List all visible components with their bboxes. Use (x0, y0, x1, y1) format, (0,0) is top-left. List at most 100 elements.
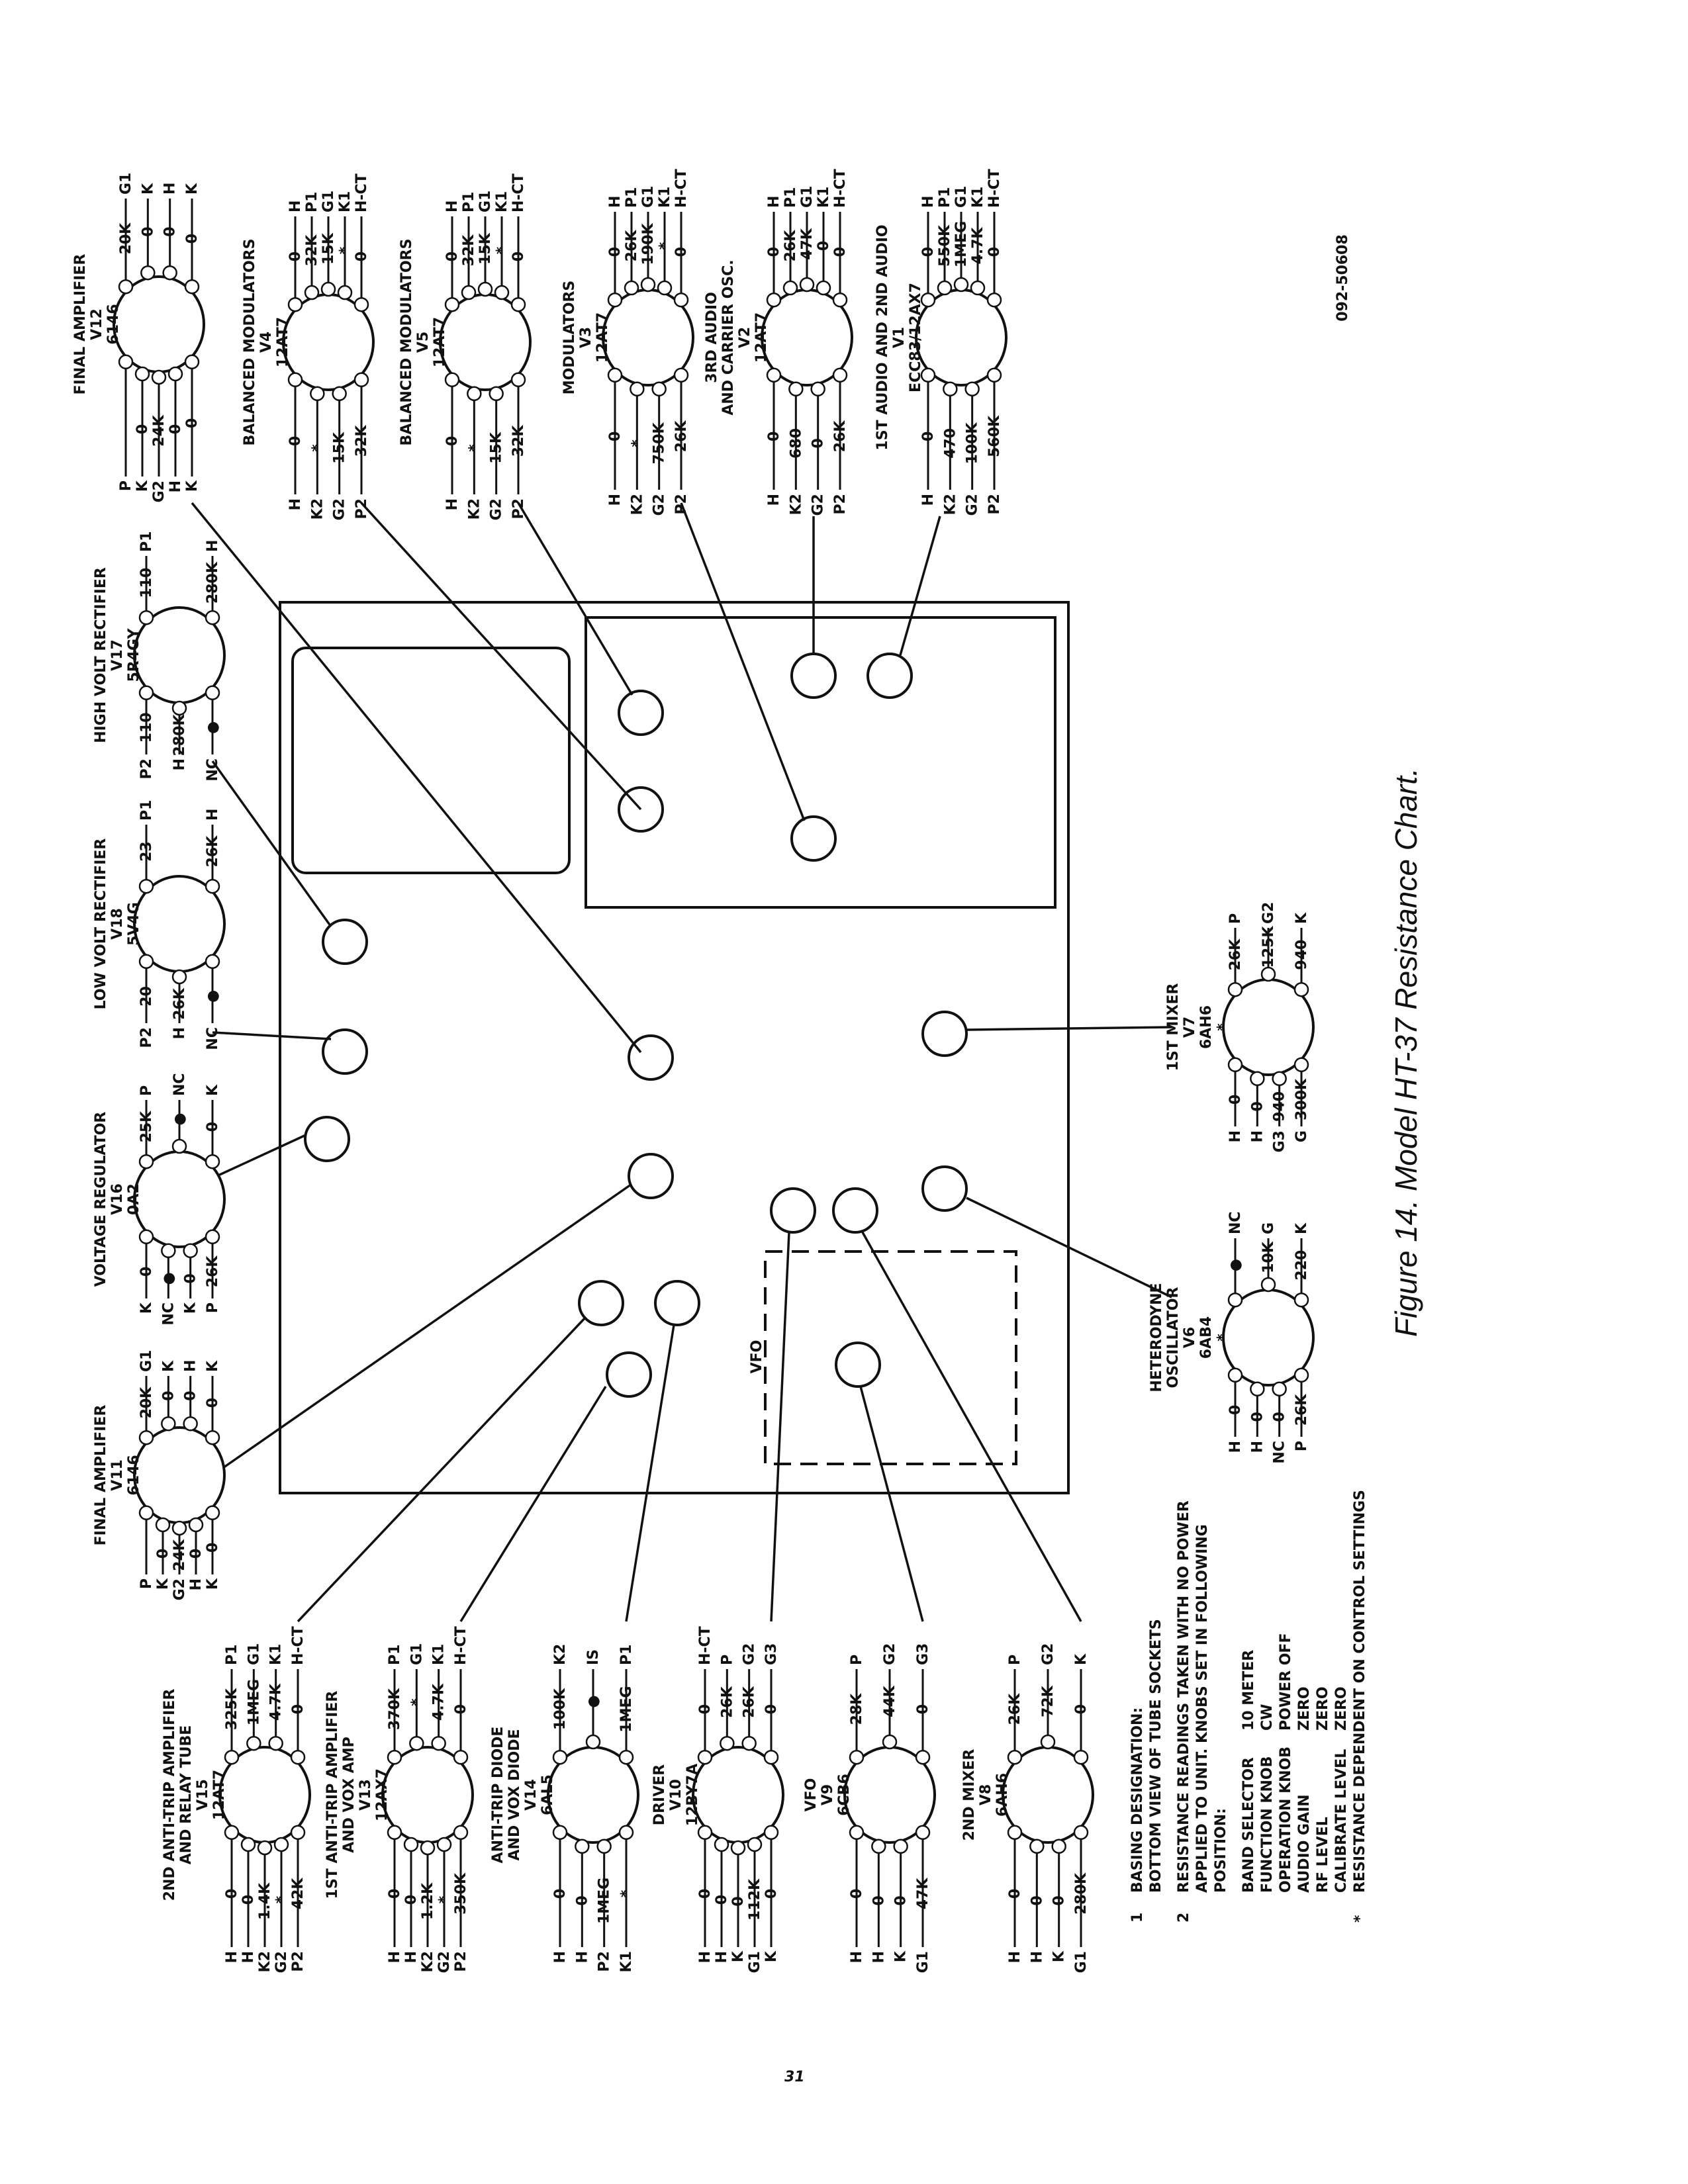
pin-name: H (162, 183, 179, 195)
pin-name: H (387, 1951, 403, 1963)
pin-resistance-value: 0 (849, 1889, 865, 1899)
pin-name: H-CT (510, 173, 527, 212)
tube-title-line: 6CB6 (836, 1774, 853, 1816)
pin-resistance-value: 0 (224, 1889, 240, 1899)
pin-resistance-value: 4.7K (268, 1683, 285, 1721)
pin-number-marker (205, 685, 220, 701)
pin-name: H (444, 201, 461, 212)
pin-name: P (1227, 913, 1244, 924)
pin-number-marker (162, 265, 177, 281)
pin-resistance-value: 0 (453, 1704, 469, 1714)
figure-caption: Figure 14. Model HT-37 Resistance Chart. (1389, 768, 1423, 1337)
pin-resistance-value: 0 (730, 1896, 747, 1906)
pin-number-marker (287, 296, 303, 312)
pin-resistance-value: 24K (151, 414, 167, 447)
pin-name: H (444, 498, 461, 510)
pin-resistance-value: ● (171, 1113, 188, 1125)
tube-title-line: V1 (891, 327, 908, 348)
note-number: 2 (1176, 1913, 1192, 1923)
pin-name: G1 (246, 1643, 262, 1665)
tube-v3: H0P126KG1190KK1*H-CT0H0K2*G2750KP226KMOD… (561, 169, 694, 516)
pin-resistance-value: 1MEG (596, 1878, 613, 1924)
tube-title-line: 12AT7 (594, 312, 611, 363)
pin-name: P1 (138, 800, 155, 821)
pin-number-marker (171, 1138, 187, 1154)
pin-name: G2 (741, 1643, 758, 1665)
pin-number-marker (138, 1505, 154, 1521)
tube-title-line: 12AT7 (211, 1770, 228, 1820)
pin-name: G1 (138, 1350, 155, 1372)
pin-resistance-value: 1.4K (257, 1882, 273, 1920)
part-number: 092-50608 (1335, 234, 1351, 322)
pin-number-marker (552, 1825, 568, 1841)
pin-number-marker (1293, 1292, 1309, 1308)
tube-title-line: 1ST ANTI-TRIP AMPLIFIER (324, 1691, 341, 1899)
tube-title-line: 6AB4 (1198, 1316, 1215, 1359)
pin-name: H (607, 196, 624, 208)
pin-resistance-value: 32K (304, 234, 320, 267)
tube-title-line: V2 (737, 327, 753, 348)
pin-resistance-value: 0 (915, 1704, 931, 1714)
chassis-frame (279, 601, 1070, 1494)
pin-number-marker (183, 1416, 198, 1432)
tube-title-line: V12 (89, 308, 105, 340)
vfo-label: VFO (749, 1340, 765, 1374)
leader-lines (191, 502, 1172, 1623)
leader-line (517, 502, 633, 696)
pin-resistance-value: 1.2K (420, 1882, 436, 1920)
pin-name: K1 (431, 1644, 447, 1665)
pin-resistance-value: 0 (167, 424, 184, 434)
pin-number-marker (937, 280, 953, 296)
pin-name: P1 (224, 1645, 240, 1665)
tube-title-line: V8 (978, 1784, 994, 1805)
pin-resistance-value: 112K (747, 1878, 763, 1921)
pin-number-marker (1040, 1734, 1056, 1750)
pin-resistance-value: 26K (171, 987, 188, 1020)
pin-number-marker (730, 1840, 746, 1856)
pin-resistance-value: 72K (1040, 1685, 1056, 1717)
pin-number-marker (1272, 1381, 1287, 1397)
pin-number-marker (138, 685, 154, 701)
pin-number-marker (240, 1837, 256, 1852)
pin-name: K (184, 480, 201, 492)
pin-number-marker (651, 381, 667, 397)
pin-resistance-value: 220 (1293, 1250, 1310, 1281)
tube-title-line: OSCILLATOR (1165, 1287, 1182, 1388)
leader-line (212, 1183, 632, 1477)
pin-name: K2 (788, 494, 804, 515)
pin-name: K2 (309, 498, 326, 520)
pin-number-marker (552, 1749, 568, 1765)
pin-number-marker (986, 367, 1002, 383)
pin-number-marker (118, 279, 134, 295)
pin-name: H (920, 494, 937, 506)
pin-number-marker (205, 1505, 220, 1521)
pin-name: G1 (408, 1643, 425, 1665)
pin-resistance-value: 47K (915, 1878, 931, 1910)
pin-name: K1 (657, 187, 673, 208)
pin-number-marker (387, 1825, 402, 1841)
pin-number-marker (1051, 1839, 1066, 1854)
pin-number-marker (970, 280, 986, 296)
pin-name: H (287, 201, 304, 212)
pin-name: NC (205, 758, 221, 782)
tube-title-line: 0A2 (126, 1183, 142, 1215)
pin-name: H-CT (986, 169, 1003, 208)
chassis-socket (790, 815, 837, 862)
pin-resistance-value: 300K (1293, 1078, 1310, 1120)
pin-number-marker (799, 277, 815, 293)
pin-number-marker (1029, 1839, 1045, 1854)
pin-resistance-value: 560K (986, 415, 1003, 457)
pin-number-marker (766, 367, 782, 383)
pin-number-marker (489, 386, 504, 402)
tube-title-line: AND CARRIER OSC. (720, 259, 737, 415)
chassis-socket (867, 653, 913, 699)
pin-number-marker (444, 296, 460, 312)
chassis-socket (606, 1351, 652, 1398)
pin-number-marker (1073, 1749, 1089, 1765)
tube-title-line: MODULATORS (561, 281, 578, 395)
pin-resistance-value: 26K (205, 835, 221, 868)
pin-resistance-value: 0 (444, 251, 461, 261)
